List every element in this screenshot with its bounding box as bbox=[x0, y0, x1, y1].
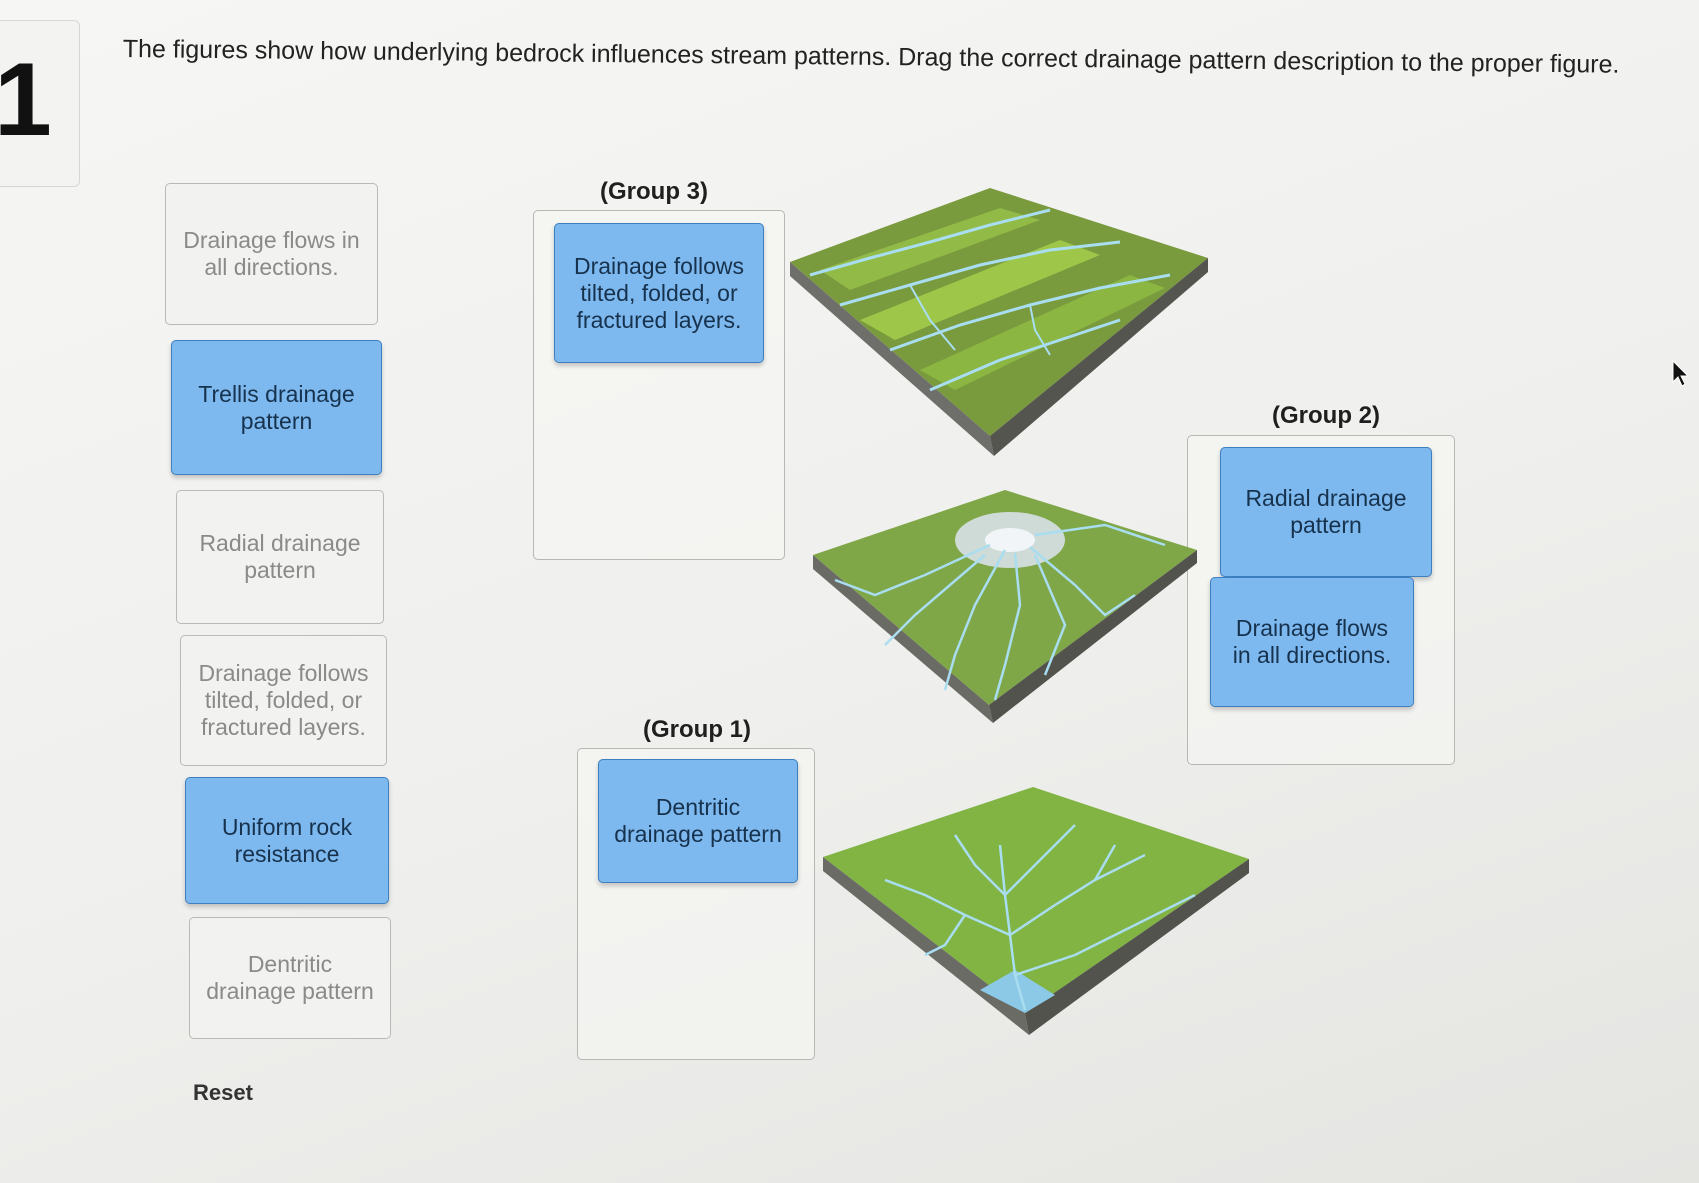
question-number: 1 bbox=[0, 42, 52, 158]
dendritic-terrain-illustration bbox=[823, 787, 1249, 1035]
group-1-card-1[interactable]: Dentritic drainage pattern bbox=[598, 759, 798, 883]
source-card-1[interactable]: Drainage flows in all directions. bbox=[165, 183, 378, 325]
group-3-label: (Group 3) bbox=[600, 178, 708, 205]
group-2-card-1[interactable]: Radial drainage pattern bbox=[1220, 447, 1432, 577]
trellis-terrain-illustration bbox=[790, 188, 1208, 456]
source-card-5[interactable]: Uniform rock resistance bbox=[185, 777, 389, 904]
reset-button[interactable]: Reset bbox=[193, 1080, 253, 1105]
question-number-panel bbox=[0, 20, 80, 187]
mouse-cursor-icon bbox=[1672, 360, 1690, 387]
source-card-3[interactable]: Radial drainage pattern bbox=[176, 490, 384, 624]
source-card-4[interactable]: Drainage follows tilted, folded, or frac… bbox=[180, 635, 387, 766]
source-card-2[interactable]: Trellis drainage pattern bbox=[171, 340, 382, 475]
group-1-label: (Group 1) bbox=[643, 716, 751, 743]
radial-terrain-illustration bbox=[813, 490, 1197, 723]
group-2-card-2[interactable]: Drainage flows in all directions. bbox=[1210, 577, 1414, 707]
group-3-card-1[interactable]: Drainage follows tilted, folded, or frac… bbox=[554, 223, 764, 363]
group-2-label: (Group 2) bbox=[1272, 402, 1380, 429]
source-card-6[interactable]: Dentritic drainage pattern bbox=[189, 917, 391, 1039]
instruction-text: The figures show how underlying bedrock … bbox=[122, 34, 1620, 79]
